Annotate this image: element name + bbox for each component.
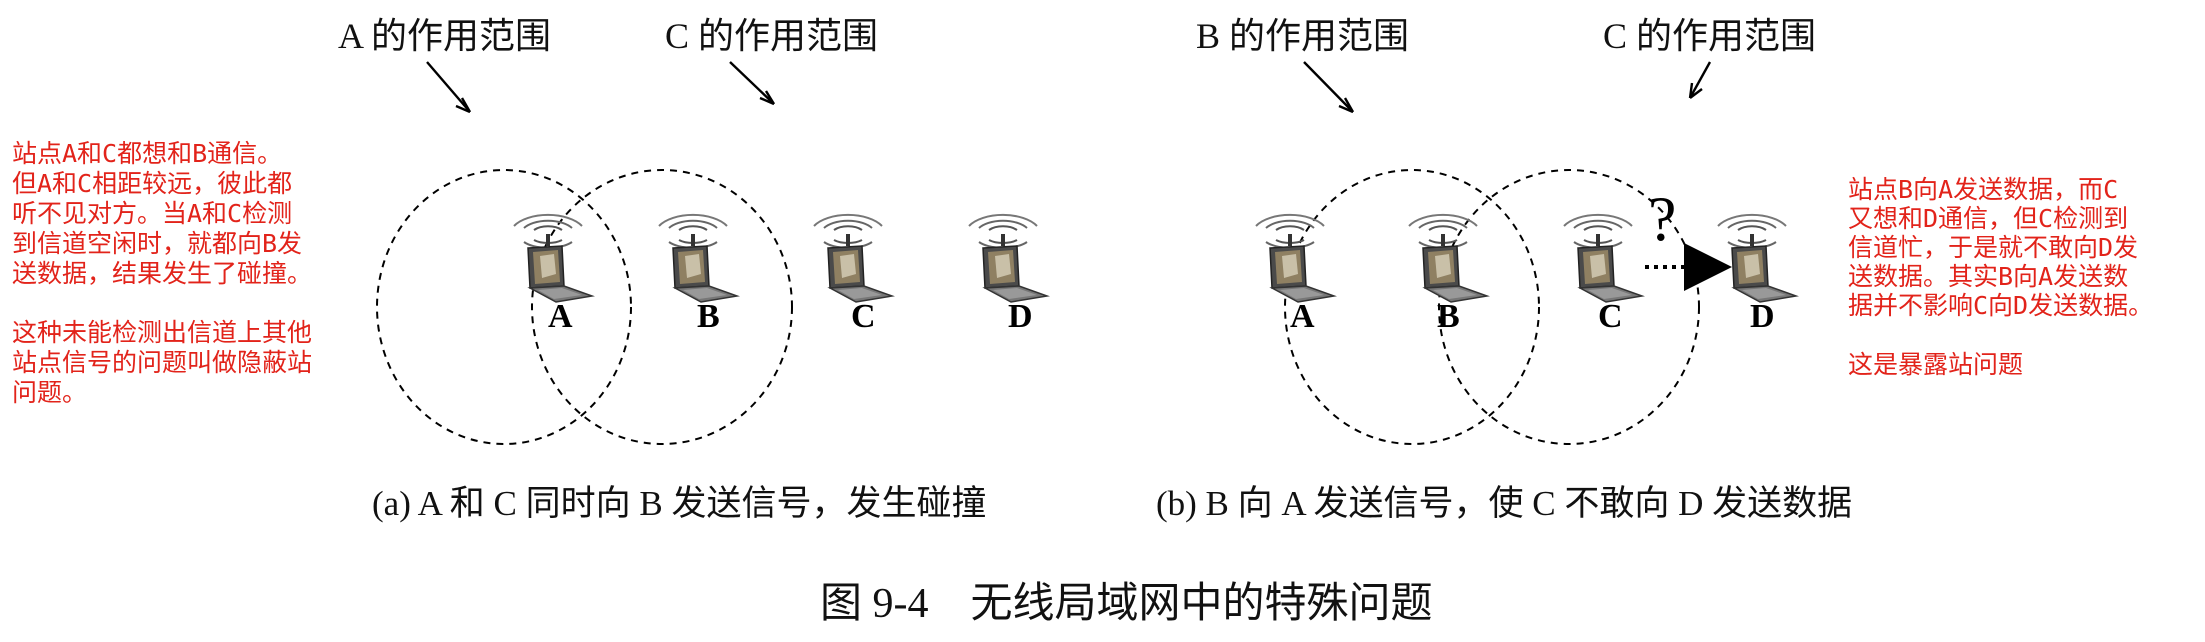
- note-line: 信道忙，于是就不敢向D发: [1848, 233, 2138, 262]
- node-label-d: D: [1008, 298, 1033, 335]
- node-label-c2: C: [1598, 298, 1623, 335]
- leader-line-b: [1303, 61, 1354, 113]
- leader-arrow-b: [1338, 97, 1355, 114]
- leader-arrow-c2: [1688, 82, 1703, 99]
- panel-b: B 的作用范围 C 的作用范围 A B C D ? 站点B向A发送数据，而C 又…: [1156, 16, 2153, 523]
- note-line: 送数据。其实B向A发送数: [1848, 262, 2128, 291]
- question-mark: ?: [1648, 183, 1676, 254]
- range-circle-b: [1284, 169, 1540, 445]
- note-hidden-station: 站点A和C都想和B通信。 但A和C相距较远，彼此都 听不见对方。当A和C检测 到…: [12, 139, 312, 407]
- leader-line-c2: [1688, 61, 1712, 99]
- range-circle-c2: [1438, 169, 1700, 445]
- node-label-a2: A: [1290, 298, 1315, 335]
- note-line: 问题。: [12, 378, 87, 407]
- range-label-b: B 的作用范围: [1196, 16, 1409, 56]
- caption-b: (b) B 向 A 发送信号，使 C 不敢向 D 发送数据: [1156, 484, 1852, 523]
- range-circle-a: [376, 169, 632, 445]
- note-exposed-station: 站点B向A发送数据，而C 又想和D通信，但C检测到 信道忙，于是就不敢向D发 送…: [1848, 175, 2153, 379]
- figure-caption: 图 9-4 无线局域网中的特殊问题: [820, 581, 1433, 627]
- leader-arrow-a: [455, 97, 472, 114]
- note-line: 又想和D通信，但C检测到: [1848, 204, 2128, 233]
- leader-arrow-c: [759, 90, 776, 106]
- range-label-c2: C 的作用范围: [1603, 16, 1816, 56]
- range-circle-c: [531, 169, 793, 445]
- note-line: 站点A和C都想和B通信。: [12, 139, 282, 168]
- note-line: 站点信号的问题叫做隐蔽站: [12, 348, 312, 377]
- note-line: 到信道空闲时，就都向B发: [12, 229, 302, 258]
- node-label-c: C: [851, 298, 876, 335]
- note-line: 这是暴露站问题: [1848, 350, 2023, 379]
- note-line: 站点B向A发送数据，而C: [1848, 175, 2118, 204]
- node-label-b2: B: [1437, 298, 1460, 335]
- leader-line-a: [426, 61, 471, 113]
- note-line: 送数据，结果发生了碰撞。: [12, 259, 312, 288]
- caption-a: (a) A 和 C 同时向 B 发送信号，发生碰撞: [372, 484, 986, 523]
- note-line: 听不见对方。当A和C检测: [12, 199, 292, 228]
- leader-line-c: [729, 61, 775, 105]
- node-label-a: A: [548, 298, 573, 335]
- note-line: 据并不影响C向D发送数据。: [1848, 291, 2153, 320]
- note-line: 但A和C相距较远，彼此都: [12, 169, 292, 198]
- range-label-c: C 的作用范围: [665, 16, 878, 56]
- note-line: 这种未能检测出信道上其他: [12, 318, 312, 347]
- node-label-b: B: [697, 298, 720, 335]
- range-label-a: A 的作用范围: [338, 16, 551, 56]
- node-label-d2: D: [1750, 298, 1775, 335]
- panel-a: A 的作用范围 C 的作用范围 A B C D 站点A和C都想和B通信。 但A和…: [12, 16, 1049, 523]
